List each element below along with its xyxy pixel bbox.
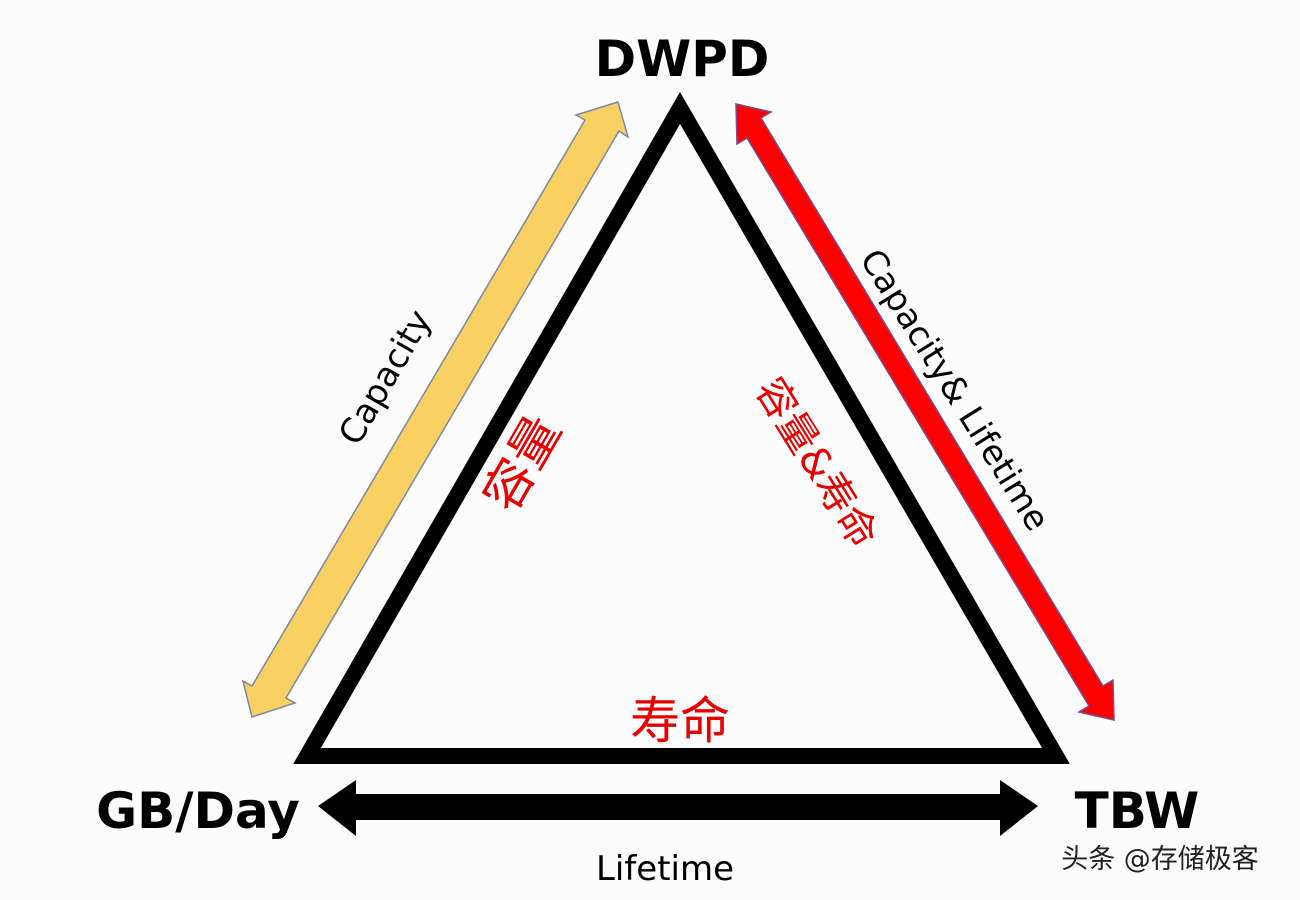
watermark-text: 头条 @存储极客 <box>1061 844 1259 875</box>
triangle <box>293 92 1070 764</box>
left-double-arrow <box>241 101 630 718</box>
bottom-cn-label: 寿命 <box>630 692 730 750</box>
right-double-arrow <box>735 103 1115 721</box>
bottom-edge-label: Lifetime <box>596 849 734 889</box>
vertex-top-label: DWPD <box>595 30 770 88</box>
right-cn-label: 容量&寿命 <box>746 370 886 557</box>
vertex-bottom-left-label: GB/Day <box>96 782 300 840</box>
left-cn-label: 容量 <box>472 406 572 522</box>
right-edge-label: Capacity& Lifetime <box>852 242 1058 538</box>
vertex-bottom-right-label: TBW <box>1075 782 1200 840</box>
bottom-double-arrow <box>318 780 1038 836</box>
